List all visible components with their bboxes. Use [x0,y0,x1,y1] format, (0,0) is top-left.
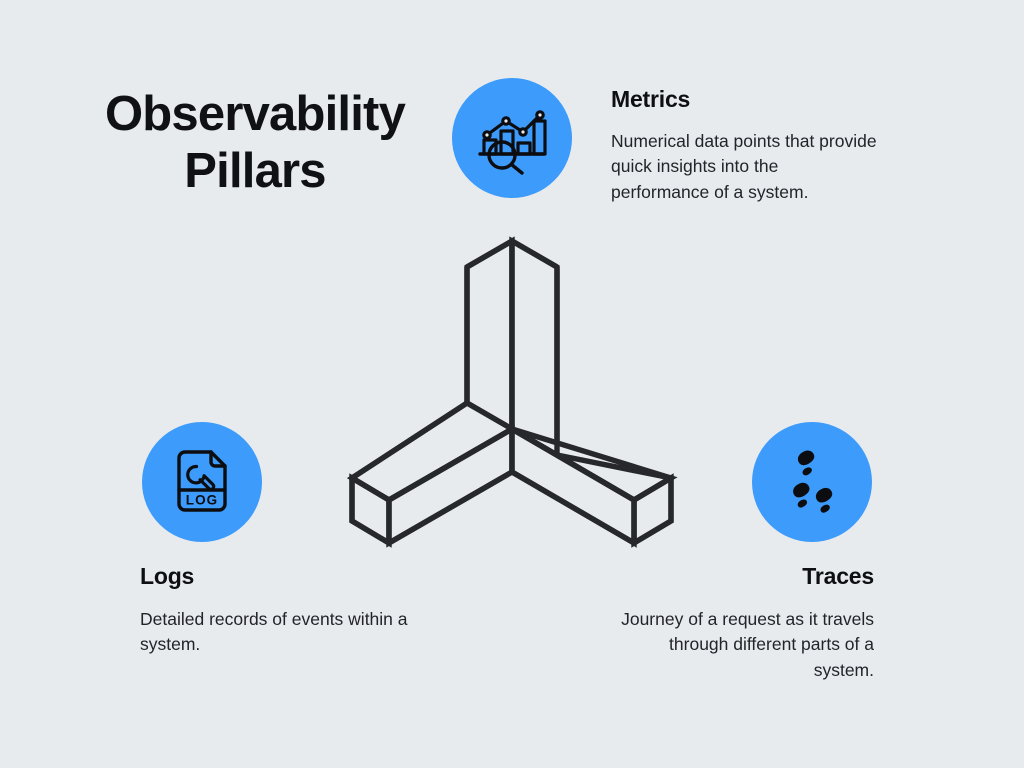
svg-text:LOG: LOG [186,493,219,508]
traces-heading: Traces [802,563,874,589]
logs-heading: Logs [140,563,195,589]
bar-chart-magnifier-icon [473,99,551,177]
logs-text-block: Logs Detailed records of events within a… [140,563,410,658]
logs-icon-circle: LOG [142,422,262,542]
log-file-wrench-icon: LOG [166,446,238,518]
metrics-description: Numerical data points that provide quick… [611,131,877,202]
page-title: Observability Pillars [60,86,450,200]
isometric-three-pillar-shape [330,225,700,565]
traces-icon-circle [752,422,872,542]
footprints-icon [774,444,850,520]
page-title-line-1: Observability [104,87,406,141]
metrics-icon-circle [452,78,572,198]
traces-text-block: Traces Journey of a request as it travel… [614,563,874,683]
page-title-line-2: Pillars [184,143,326,198]
traces-description: Journey of a request as it travels throu… [621,609,874,680]
logs-description: Detailed records of events within a syst… [140,609,408,655]
metrics-text-block: Metrics Numerical data points that provi… [611,86,881,205]
metrics-heading: Metrics [611,86,691,112]
